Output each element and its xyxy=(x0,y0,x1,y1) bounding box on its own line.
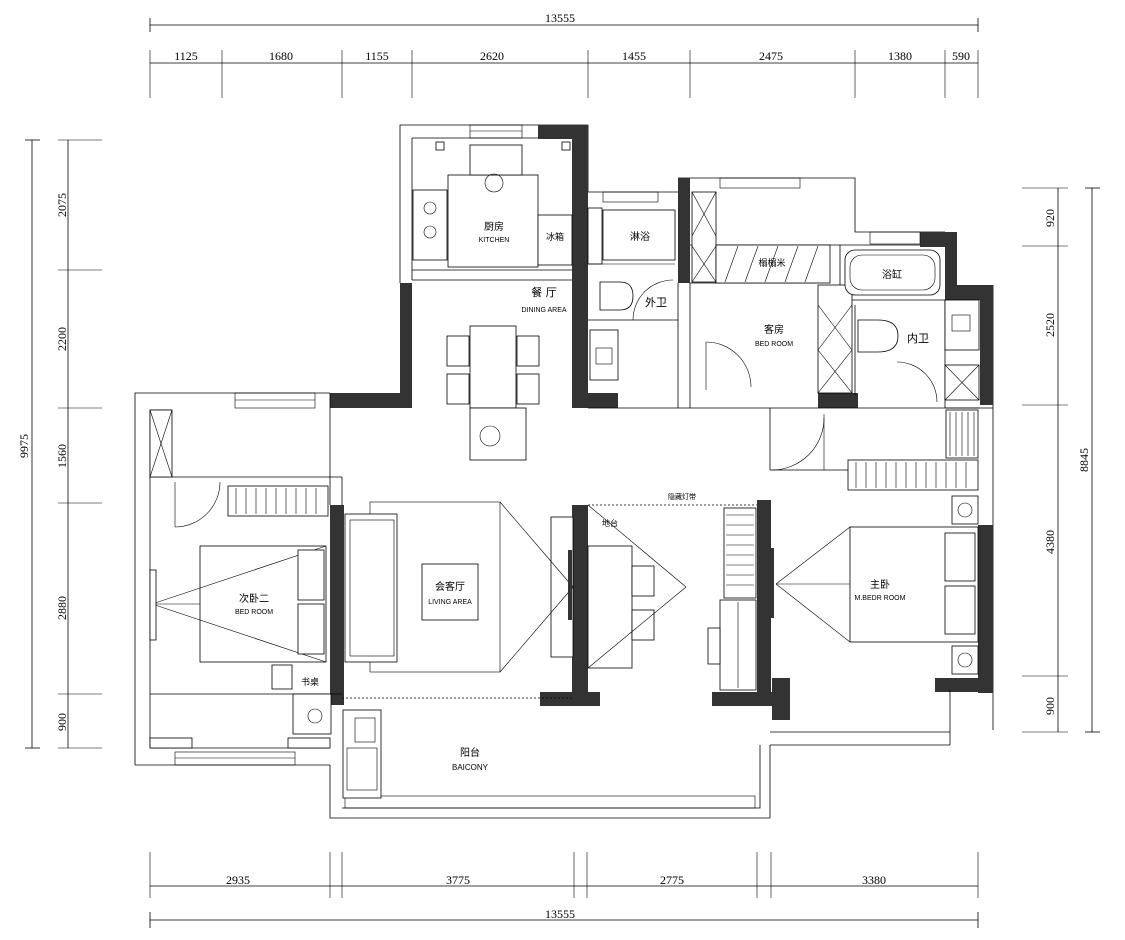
nightstand-top xyxy=(951,495,979,525)
balcony-label-en: BAICONY xyxy=(452,763,489,772)
inner-bath-label: 内卫 xyxy=(907,331,929,345)
dim-top-total: 13555 xyxy=(545,11,575,25)
stove xyxy=(412,189,448,261)
sink-icon xyxy=(469,144,523,176)
dim-bottom-seg-3: 2775 xyxy=(660,873,684,887)
guest-wardrobe xyxy=(817,284,853,394)
dining-table xyxy=(469,325,517,409)
solid-walls xyxy=(330,125,993,720)
dim-left-seg-4: 2880 xyxy=(55,596,69,620)
master-label-cn: 主卧 xyxy=(870,578,890,591)
desk-table xyxy=(587,545,633,669)
master-wardrobe xyxy=(847,459,979,491)
windows xyxy=(174,124,921,809)
sofa-icon xyxy=(344,513,398,663)
kitchen: 厨房 KITCHEN 冰箱 xyxy=(412,141,573,268)
dim-left-seg-2: 2200 xyxy=(55,327,69,351)
outer-bathroom: 淋浴 外卫 xyxy=(587,207,676,381)
dim-top-seg-7: 1380 xyxy=(888,49,912,63)
shower-icon xyxy=(602,209,676,261)
dim-right-total: 8845 xyxy=(1077,448,1091,472)
master-label-en: M.BEDR ROOM xyxy=(855,595,906,602)
bathtub-label: 浴缸 xyxy=(882,268,902,281)
dining-area: 餐 厅 DINING AREA xyxy=(446,285,567,461)
dim-bottom-total: 13555 xyxy=(545,907,575,921)
toilet-icon xyxy=(599,281,634,311)
bedroom2-shelf xyxy=(227,485,329,517)
dimension-lines: 13555 1125 1680 1155 2620 1455 2475 1380… xyxy=(17,11,1100,928)
dim-top-seg-6: 2475 xyxy=(759,49,783,63)
nightstand-bottom xyxy=(951,645,979,675)
dim-right-seg-4: 900 xyxy=(1043,697,1057,715)
living-shelf xyxy=(723,507,757,599)
guest-room-label-en: BED ROOM xyxy=(755,341,793,348)
dim-top-seg-4: 2620 xyxy=(480,49,504,63)
dim-left-seg-1: 2075 xyxy=(55,193,69,217)
kitchen-counter xyxy=(447,174,539,268)
curtain-label: 隐藏灯带 xyxy=(668,492,696,501)
guest-room-label-cn: 客房 xyxy=(764,323,784,336)
master-bedroom: 主卧 M.BEDR ROOM xyxy=(770,409,979,675)
washer-icon xyxy=(342,709,382,799)
dim-bottom-seg-4: 3380 xyxy=(862,873,886,887)
coffee-table xyxy=(421,563,479,621)
dim-right-seg-3: 4380 xyxy=(1043,530,1057,554)
dining-label-en: DINING AREA xyxy=(521,307,566,314)
round-table xyxy=(469,407,527,461)
inner-bathroom: 浴缸 内卫 xyxy=(844,249,980,403)
dim-bottom-seg-1: 2935 xyxy=(226,873,250,887)
bedroom2-label-en: BED ROOM xyxy=(235,609,273,616)
study-label: 书桌 xyxy=(301,676,319,688)
tatami-label: 榻榻米 xyxy=(758,257,785,269)
fridge-label: 冰箱 xyxy=(546,231,564,243)
guest-room: 榻榻米 客房 BED ROOM xyxy=(691,191,853,394)
living-label-en: LIVING AREA xyxy=(428,599,472,606)
tatami xyxy=(715,244,831,284)
dim-right-seg-1: 920 xyxy=(1043,209,1057,227)
living-area: 会客厅 LIVING AREA 地台 隐藏灯带 xyxy=(344,492,757,691)
counter-label: 地台 xyxy=(602,518,618,528)
balcony-label-cn: 阳台 xyxy=(460,746,480,759)
dim-top-seg-8: 590 xyxy=(952,49,970,63)
living-label-cn: 会客厅 xyxy=(435,580,465,593)
dim-left-seg-3: 1560 xyxy=(55,444,69,468)
shower-label: 淋浴 xyxy=(630,230,650,243)
dim-bottom-seg-2: 3775 xyxy=(446,873,470,887)
second-bedroom: 次卧二 BED ROOM 书桌 xyxy=(149,409,332,749)
dim-left-seg-5: 900 xyxy=(55,713,69,731)
dim-top-seg-1: 1125 xyxy=(174,49,198,63)
dim-top-seg-2: 1680 xyxy=(269,49,293,63)
dim-top-seg-5: 1455 xyxy=(622,49,646,63)
dim-right-seg-2: 2520 xyxy=(1043,313,1057,337)
fridge-icon xyxy=(537,214,573,266)
basin-icon xyxy=(589,329,619,381)
kitchen-label-en: KITCHEN xyxy=(479,237,510,244)
kitchen-label-cn: 厨房 xyxy=(484,220,504,233)
outer-bath-label: 外卫 xyxy=(645,296,667,309)
bathtub-icon xyxy=(844,249,941,296)
dim-left-total: 9975 xyxy=(17,434,31,458)
balcony: 阳台 BAICONY xyxy=(342,709,489,799)
inner-basin-icon xyxy=(944,299,980,351)
dim-top-seg-3: 1155 xyxy=(365,49,389,63)
tatami-storage xyxy=(691,191,717,283)
dining-label-cn: 餐 厅 xyxy=(531,285,557,299)
inner-toilet-icon xyxy=(857,319,899,353)
bedroom2-label-cn: 次卧二 xyxy=(239,592,269,605)
